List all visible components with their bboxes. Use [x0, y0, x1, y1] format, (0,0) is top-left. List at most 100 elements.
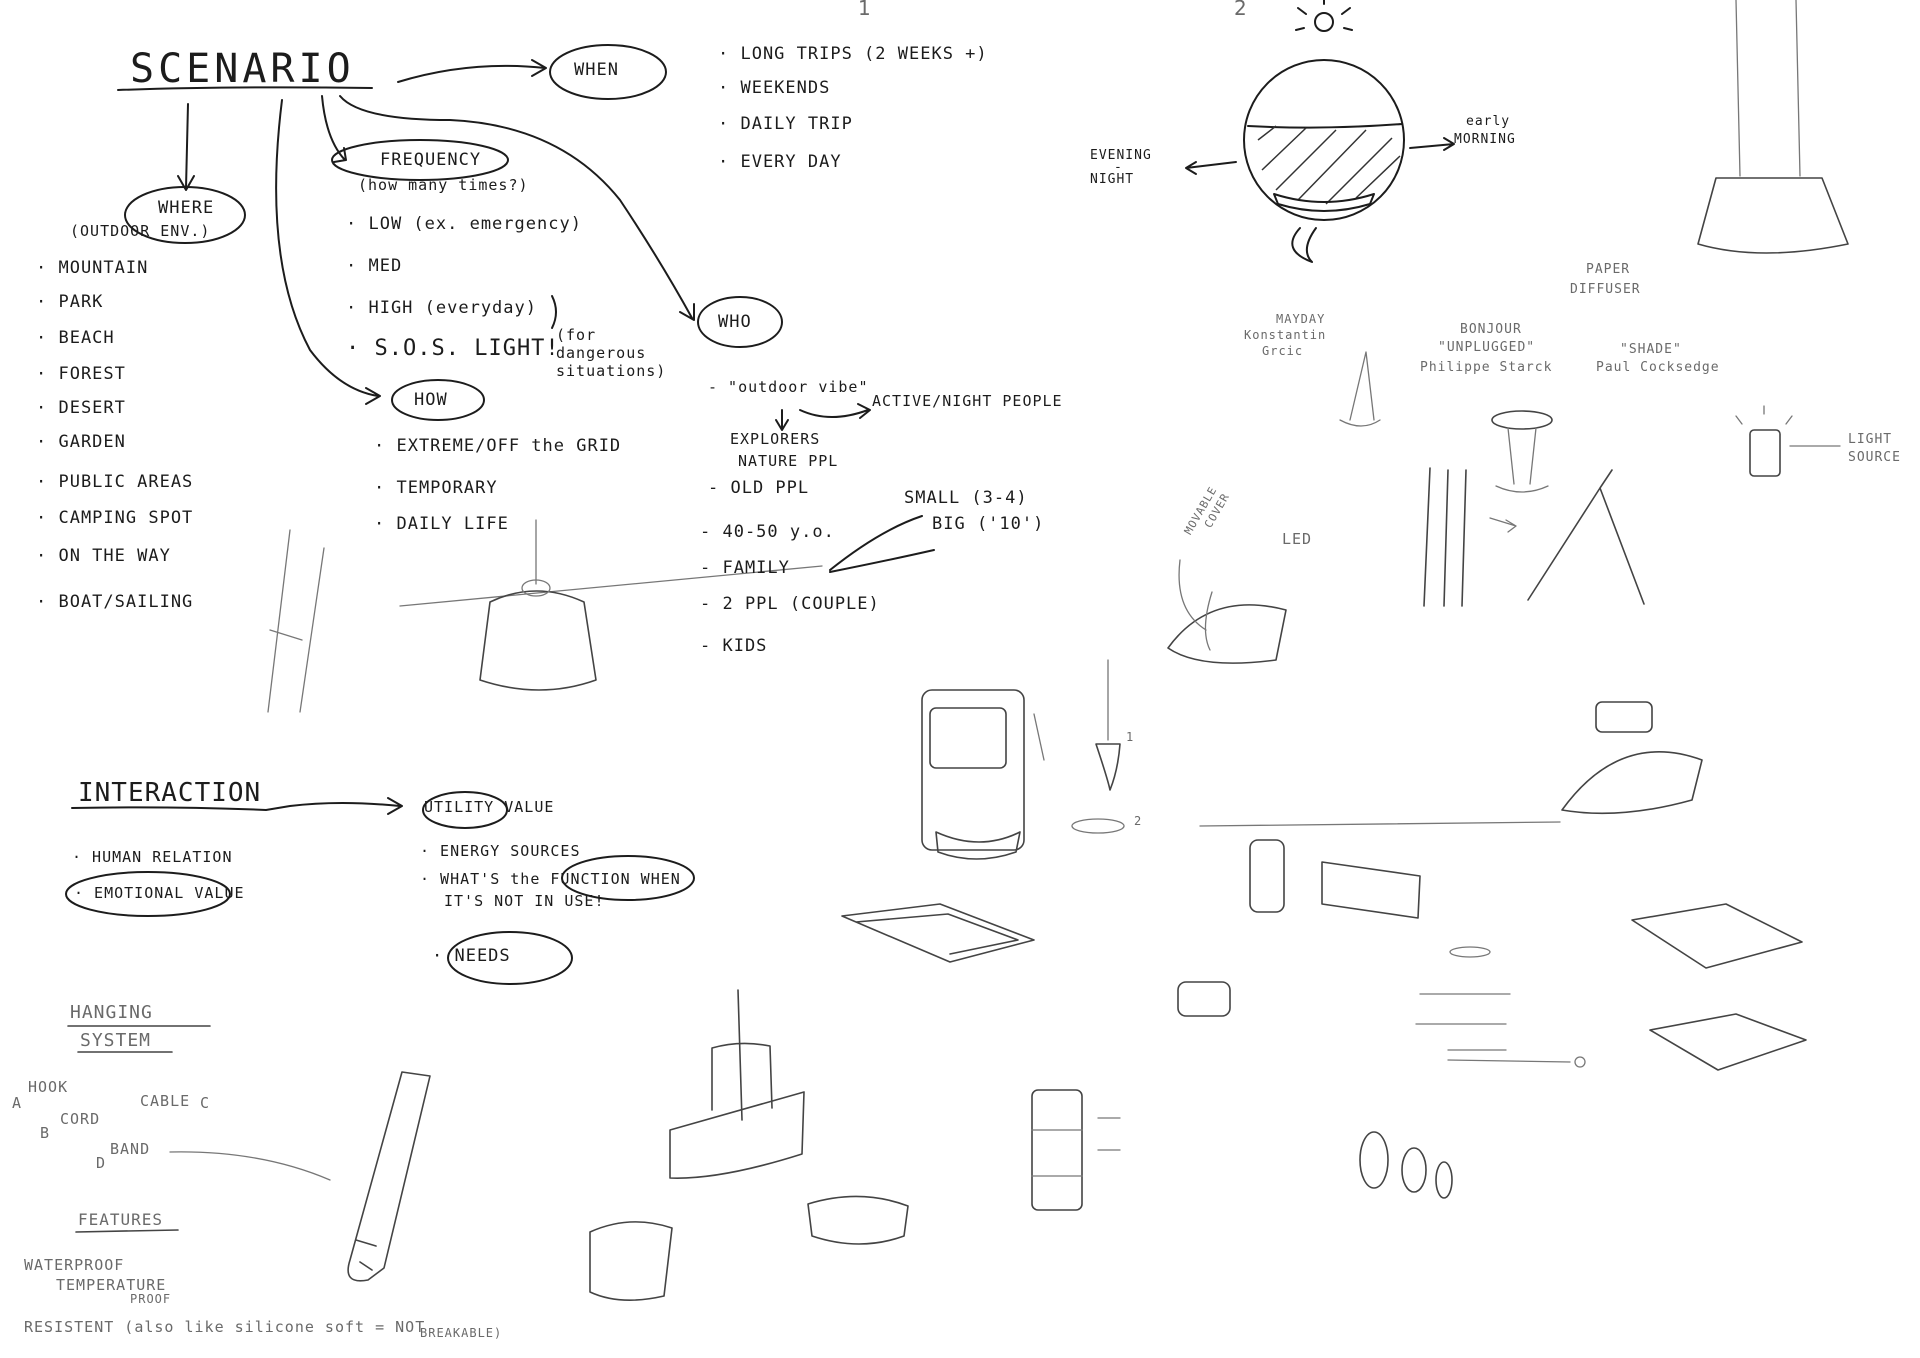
where-label: WHERE [158, 198, 215, 218]
interaction-right-item: · NEEDS [432, 946, 511, 966]
when-item: · LONG TRIPS (2 WEEKS +) [718, 44, 988, 64]
who-ellipse [697, 296, 783, 348]
tray-sketch-right [1631, 903, 1807, 1071]
interaction-underline [71, 797, 403, 815]
ref-bonjour: BONJOUR [1460, 322, 1522, 337]
scenario-underline [117, 86, 373, 91]
how-label: HOW [414, 390, 448, 410]
features-item: PROOF [130, 1292, 172, 1306]
interaction-title: INTERACTION [78, 778, 262, 808]
when-ellipse [549, 44, 667, 100]
ref-diffuser: DIFFUSER [1570, 282, 1641, 297]
who-active: ACTIVE/NIGHT PEOPLE [872, 392, 1063, 410]
interaction-left-item: · HUMAN RELATION [72, 848, 233, 866]
arrow-to-who [339, 95, 695, 321]
when-item: · WEEKENDS [718, 78, 831, 98]
who-item: - "outdoor vibe" [708, 378, 869, 396]
how-item: · DAILY LIFE [374, 514, 509, 534]
who-arrow-right [799, 403, 871, 419]
band-arrow [169, 1151, 331, 1181]
function-ellipse [561, 855, 695, 901]
how-item: · EXTREME/OFF the GRID [374, 436, 622, 456]
sun-left-label: NIGHT [1090, 172, 1135, 187]
how-ellipse [391, 379, 485, 421]
frequency-note: (for dangerous situations) [556, 326, 667, 380]
tripod-sketch [1423, 467, 1645, 607]
arrow-to-where [177, 103, 195, 191]
lantern-sketch [921, 689, 1045, 860]
features-item: WATERPROOF [24, 1256, 125, 1274]
interaction-right-item: IT'S NOT IN USE! [444, 892, 605, 910]
frequency-label: FREQUENCY [380, 150, 482, 170]
hanging-cylinders-sketch [1177, 821, 1561, 1017]
frequency-item: · HIGH (everyday) [346, 298, 537, 318]
hanging-underline [67, 1025, 211, 1053]
features-item: RESISTENT (also like silicone soft = NOT [24, 1318, 426, 1336]
needs-ellipse [447, 931, 573, 985]
marker-2: 2 [1234, 0, 1248, 20]
frequency-ellipse [331, 139, 509, 181]
hanging-item: BAND [110, 1140, 151, 1158]
scenario-title: SCENARIO [130, 46, 355, 92]
cylinder-sketch [1031, 1089, 1121, 1211]
who-item: - 2 PPL (COUPLE) [700, 594, 880, 614]
arrow-to-how [275, 99, 381, 405]
where-item: · MOUNTAIN [36, 258, 149, 278]
tall-lamp-sketch-left [267, 529, 325, 713]
ref-mayday: MAYDAY [1276, 312, 1326, 326]
marker-1: 1 [858, 0, 872, 20]
frequency-item: · LOW (ex. emergency) [346, 214, 582, 234]
ref-bonjour: "UNPLUGGED" [1438, 340, 1536, 355]
frequency-item: · S.O.S. LIGHT! [346, 336, 560, 361]
interaction-right-item: · ENERGY SOURCES [420, 842, 581, 860]
dome-lamp-sketch [1167, 559, 1287, 664]
pendant-lamp-sketch [399, 519, 823, 691]
frequency-bracket [551, 295, 557, 329]
arrow-to-when [397, 59, 547, 83]
ref-light-source: LIGHT [1848, 432, 1893, 447]
hanging-item: CABLE [140, 1092, 191, 1110]
ref-diffuser: PAPER [1586, 262, 1631, 277]
small-pendant-sketch [1071, 659, 1125, 834]
shade-lamp-sketch [1735, 405, 1841, 477]
ref-bonjour: Philippe Starck [1420, 360, 1553, 375]
utility-ellipse [422, 791, 508, 829]
hanging-mark: D [96, 1154, 107, 1172]
who-small: SMALL (3-4) [904, 488, 1028, 508]
tray-sketch-left [841, 903, 1035, 963]
who-big: BIG ('10') [932, 514, 1045, 534]
features-item: BREAKABLE) [420, 1326, 503, 1340]
where-item: · FOREST [36, 364, 126, 384]
ref-light-source: SOURCE [1848, 450, 1901, 465]
who-item: - KIDS [700, 636, 768, 656]
interaction-left-item: · EMOTIONAL VALUE [74, 884, 245, 902]
handle-lamp-sketch [669, 989, 805, 1179]
where-item: · CAMPING SPOT [36, 508, 194, 528]
disc-parts-sketch [1359, 1131, 1453, 1199]
strap-sketch [347, 1071, 431, 1282]
note-n1: 1 [1126, 730, 1135, 744]
who-label: WHO [718, 312, 752, 332]
hanging-mark: A [12, 1094, 23, 1112]
features-item: TEMPERATURE [56, 1276, 167, 1294]
hanging-title-2: SYSTEM [80, 1030, 152, 1051]
tall-lamp-sketch-right [1697, 0, 1849, 254]
where-item: · DESERT [36, 398, 126, 418]
sun-right-label: MORNING [1454, 132, 1516, 147]
emotional-ellipse [65, 871, 231, 917]
who-item: - OLD PPL [708, 478, 810, 498]
iron-lamp-sketch [1561, 701, 1703, 815]
features-title: FEATURES [78, 1210, 164, 1229]
ref-shade: "SHADE" [1620, 342, 1682, 357]
who-item: - 40-50 y.o. [700, 522, 835, 542]
arrow-to-frequency [321, 95, 347, 163]
sun-right-label: early [1466, 114, 1511, 129]
when-item: · DAILY TRIP [718, 114, 853, 134]
exploded-lamp-sketch [1415, 946, 1586, 1068]
who-nature: NATURE PPL [738, 452, 839, 470]
interaction-right-item: · WHAT'S the FUNCTION WHEN [420, 870, 681, 888]
where-item: · BEACH [36, 328, 115, 348]
bonjour-lamp-sketch [1491, 410, 1553, 493]
sun-left-label: EVENING [1090, 148, 1152, 163]
